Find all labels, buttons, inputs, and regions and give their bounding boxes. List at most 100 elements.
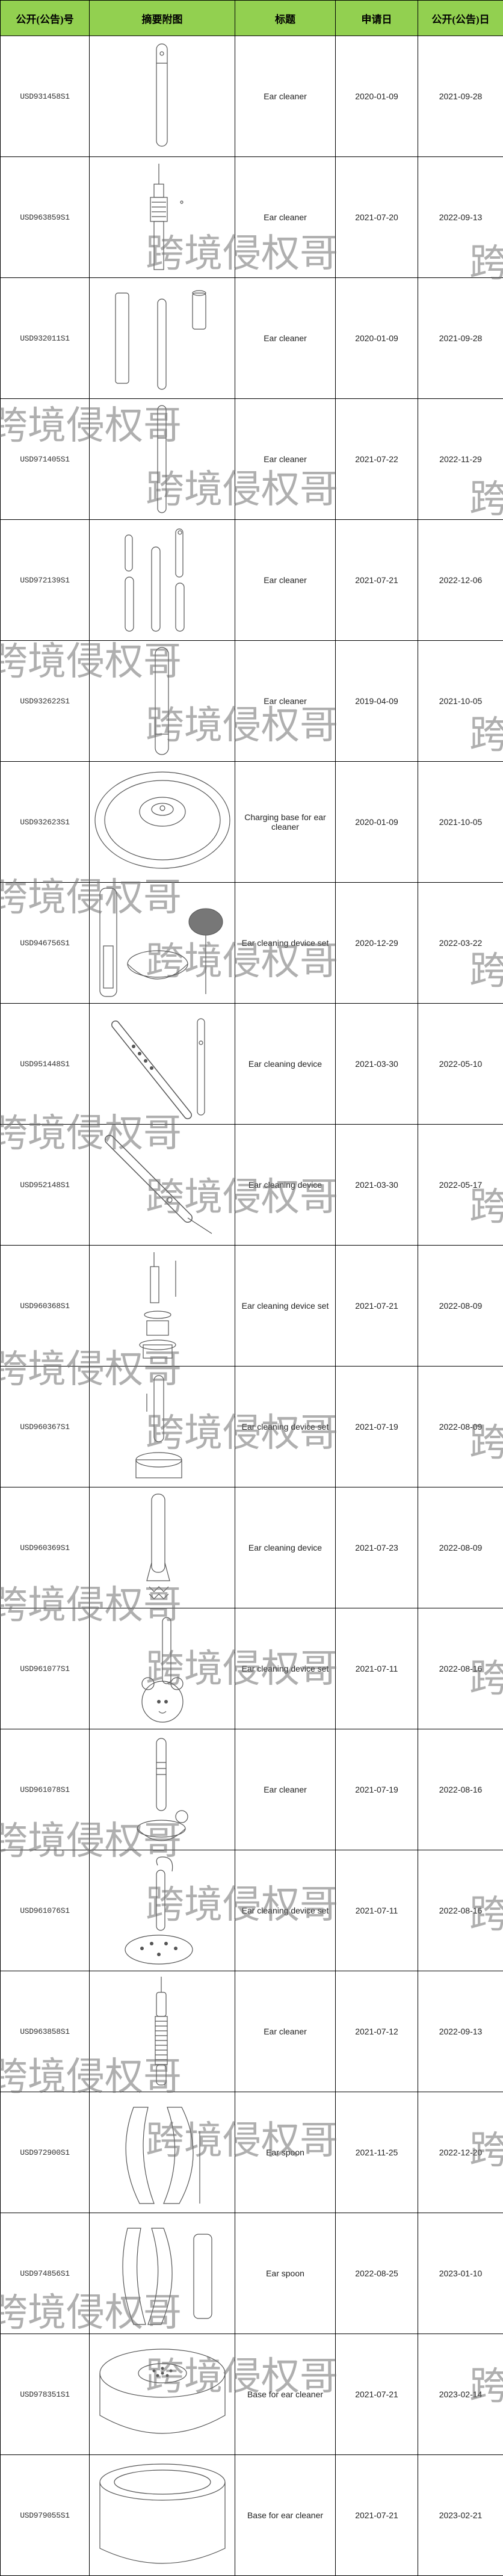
round-charging-base-icon [91,765,233,879]
device-on-base-icon [91,1611,233,1726]
abstract-figure-cell [90,278,235,399]
perforated-base-icon [91,2337,233,2451]
publication-number: USD963858S1 [1,1971,90,2092]
abstract-figure-cell [90,157,235,278]
angled-camera-device-icon [91,1007,233,1121]
publication-number: USD960367S1 [1,1367,90,1487]
publication-date: 2023-01-10 [418,2213,503,2334]
publication-number: USD961078S1 [1,1729,90,1850]
header-title: 标题 [235,1,336,36]
publication-date: 2022-12-06 [418,520,503,641]
publication-date: 2022-05-10 [418,1004,503,1125]
application-date: 2021-07-11 [336,1850,418,1971]
application-date: 2021-07-11 [336,1608,418,1729]
patent-title: Ear spoon [235,2213,336,2334]
publication-number: USD932011S1 [1,278,90,399]
publication-number: USD960369S1 [1,1487,90,1608]
spoon-pair-icon [91,2216,233,2330]
header-figure: 摘要附图 [90,1,235,36]
publication-date: 2022-08-09 [418,1246,503,1367]
publication-date: 2022-11-29 [418,399,503,520]
patent-title: Charging base for ear cleaner [235,762,336,883]
patent-title: Ear cleaning device [235,1004,336,1125]
patent-title: Ear cleaner [235,520,336,641]
curved-spoon-icon [91,2095,233,2210]
publication-date: 2023-02-21 [418,2455,503,2576]
publication-number: USD961077S1 [1,1608,90,1729]
header-pub-no: 公开(公告)号 [1,1,90,36]
publication-number: USD978351S1 [1,2334,90,2455]
patent-title: Ear cleaner [235,36,336,157]
publication-date: 2022-09-13 [418,1971,503,2092]
application-date: 2020-01-09 [336,278,418,399]
abstract-figure-cell [90,2455,235,2576]
publication-number: USD931458S1 [1,36,90,157]
publication-number: USD932622S1 [1,641,90,762]
publication-number: USD974856S1 [1,2213,90,2334]
cleaner-with-cup-icon [91,1732,233,1847]
application-date: 2021-07-21 [336,1246,418,1367]
publication-date: 2021-09-28 [418,278,503,399]
publication-date: 2022-08-09 [418,1487,503,1608]
abstract-figure-cell [90,762,235,883]
abstract-figure-cell [90,520,235,641]
patent-title: Ear cleaning device [235,1487,336,1608]
patent-title: Ear cleaner [235,278,336,399]
application-date: 2021-07-21 [336,2334,418,2455]
abstract-figure-cell [90,399,235,520]
patent-title: Ear cleaner [235,157,336,278]
patent-title: Base for ear cleaner [235,2455,336,2576]
publication-date: 2022-09-13 [418,157,503,278]
publication-number: USD951448S1 [1,1004,90,1125]
application-date: 2019-04-09 [336,641,418,762]
application-date: 2020-12-29 [336,883,418,1004]
multi-views-stick-icon [91,523,233,637]
publication-date: 2022-08-09 [418,1367,503,1487]
header-row: 公开(公告)号 摘要附图 标题 申请日 公开(公告)日 [1,1,503,36]
application-date: 2021-07-19 [336,1729,418,1850]
patent-title: Ear cleaning device set [235,883,336,1004]
patent-title: Ear cleaning device set [235,1608,336,1729]
patent-title: Ear cleaning device [235,1125,336,1246]
patent-title: Ear cleaning device set [235,1246,336,1367]
publication-number: USD961076S1 [1,1850,90,1971]
application-date: 2021-03-30 [336,1004,418,1125]
publication-date: 2022-03-22 [418,883,503,1004]
abstract-figure-cell [90,2334,235,2455]
abstract-figure-cell [90,2092,235,2213]
abstract-figure-cell [90,641,235,762]
single-long-stick-icon [91,644,233,758]
publication-date: 2023-02-14 [418,2334,503,2455]
application-date: 2022-08-25 [336,2213,418,2334]
ribbed-handle-icon [91,1974,233,2089]
publication-number: USD972139S1 [1,520,90,641]
cylinder-base-icon [91,2458,233,2572]
abstract-figure-cell [90,1850,235,1971]
application-date: 2020-01-09 [336,36,418,157]
abstract-figure-cell [90,1125,235,1246]
patent-title: Ear spoon [235,2092,336,2213]
application-date: 2021-07-21 [336,2455,418,2576]
abstract-figure-cell [90,1971,235,2092]
header-app-date: 申请日 [336,1,418,36]
publication-date: 2022-05-17 [418,1125,503,1246]
patent-title: Ear cleaner [235,1729,336,1850]
application-date: 2021-07-21 [336,520,418,641]
